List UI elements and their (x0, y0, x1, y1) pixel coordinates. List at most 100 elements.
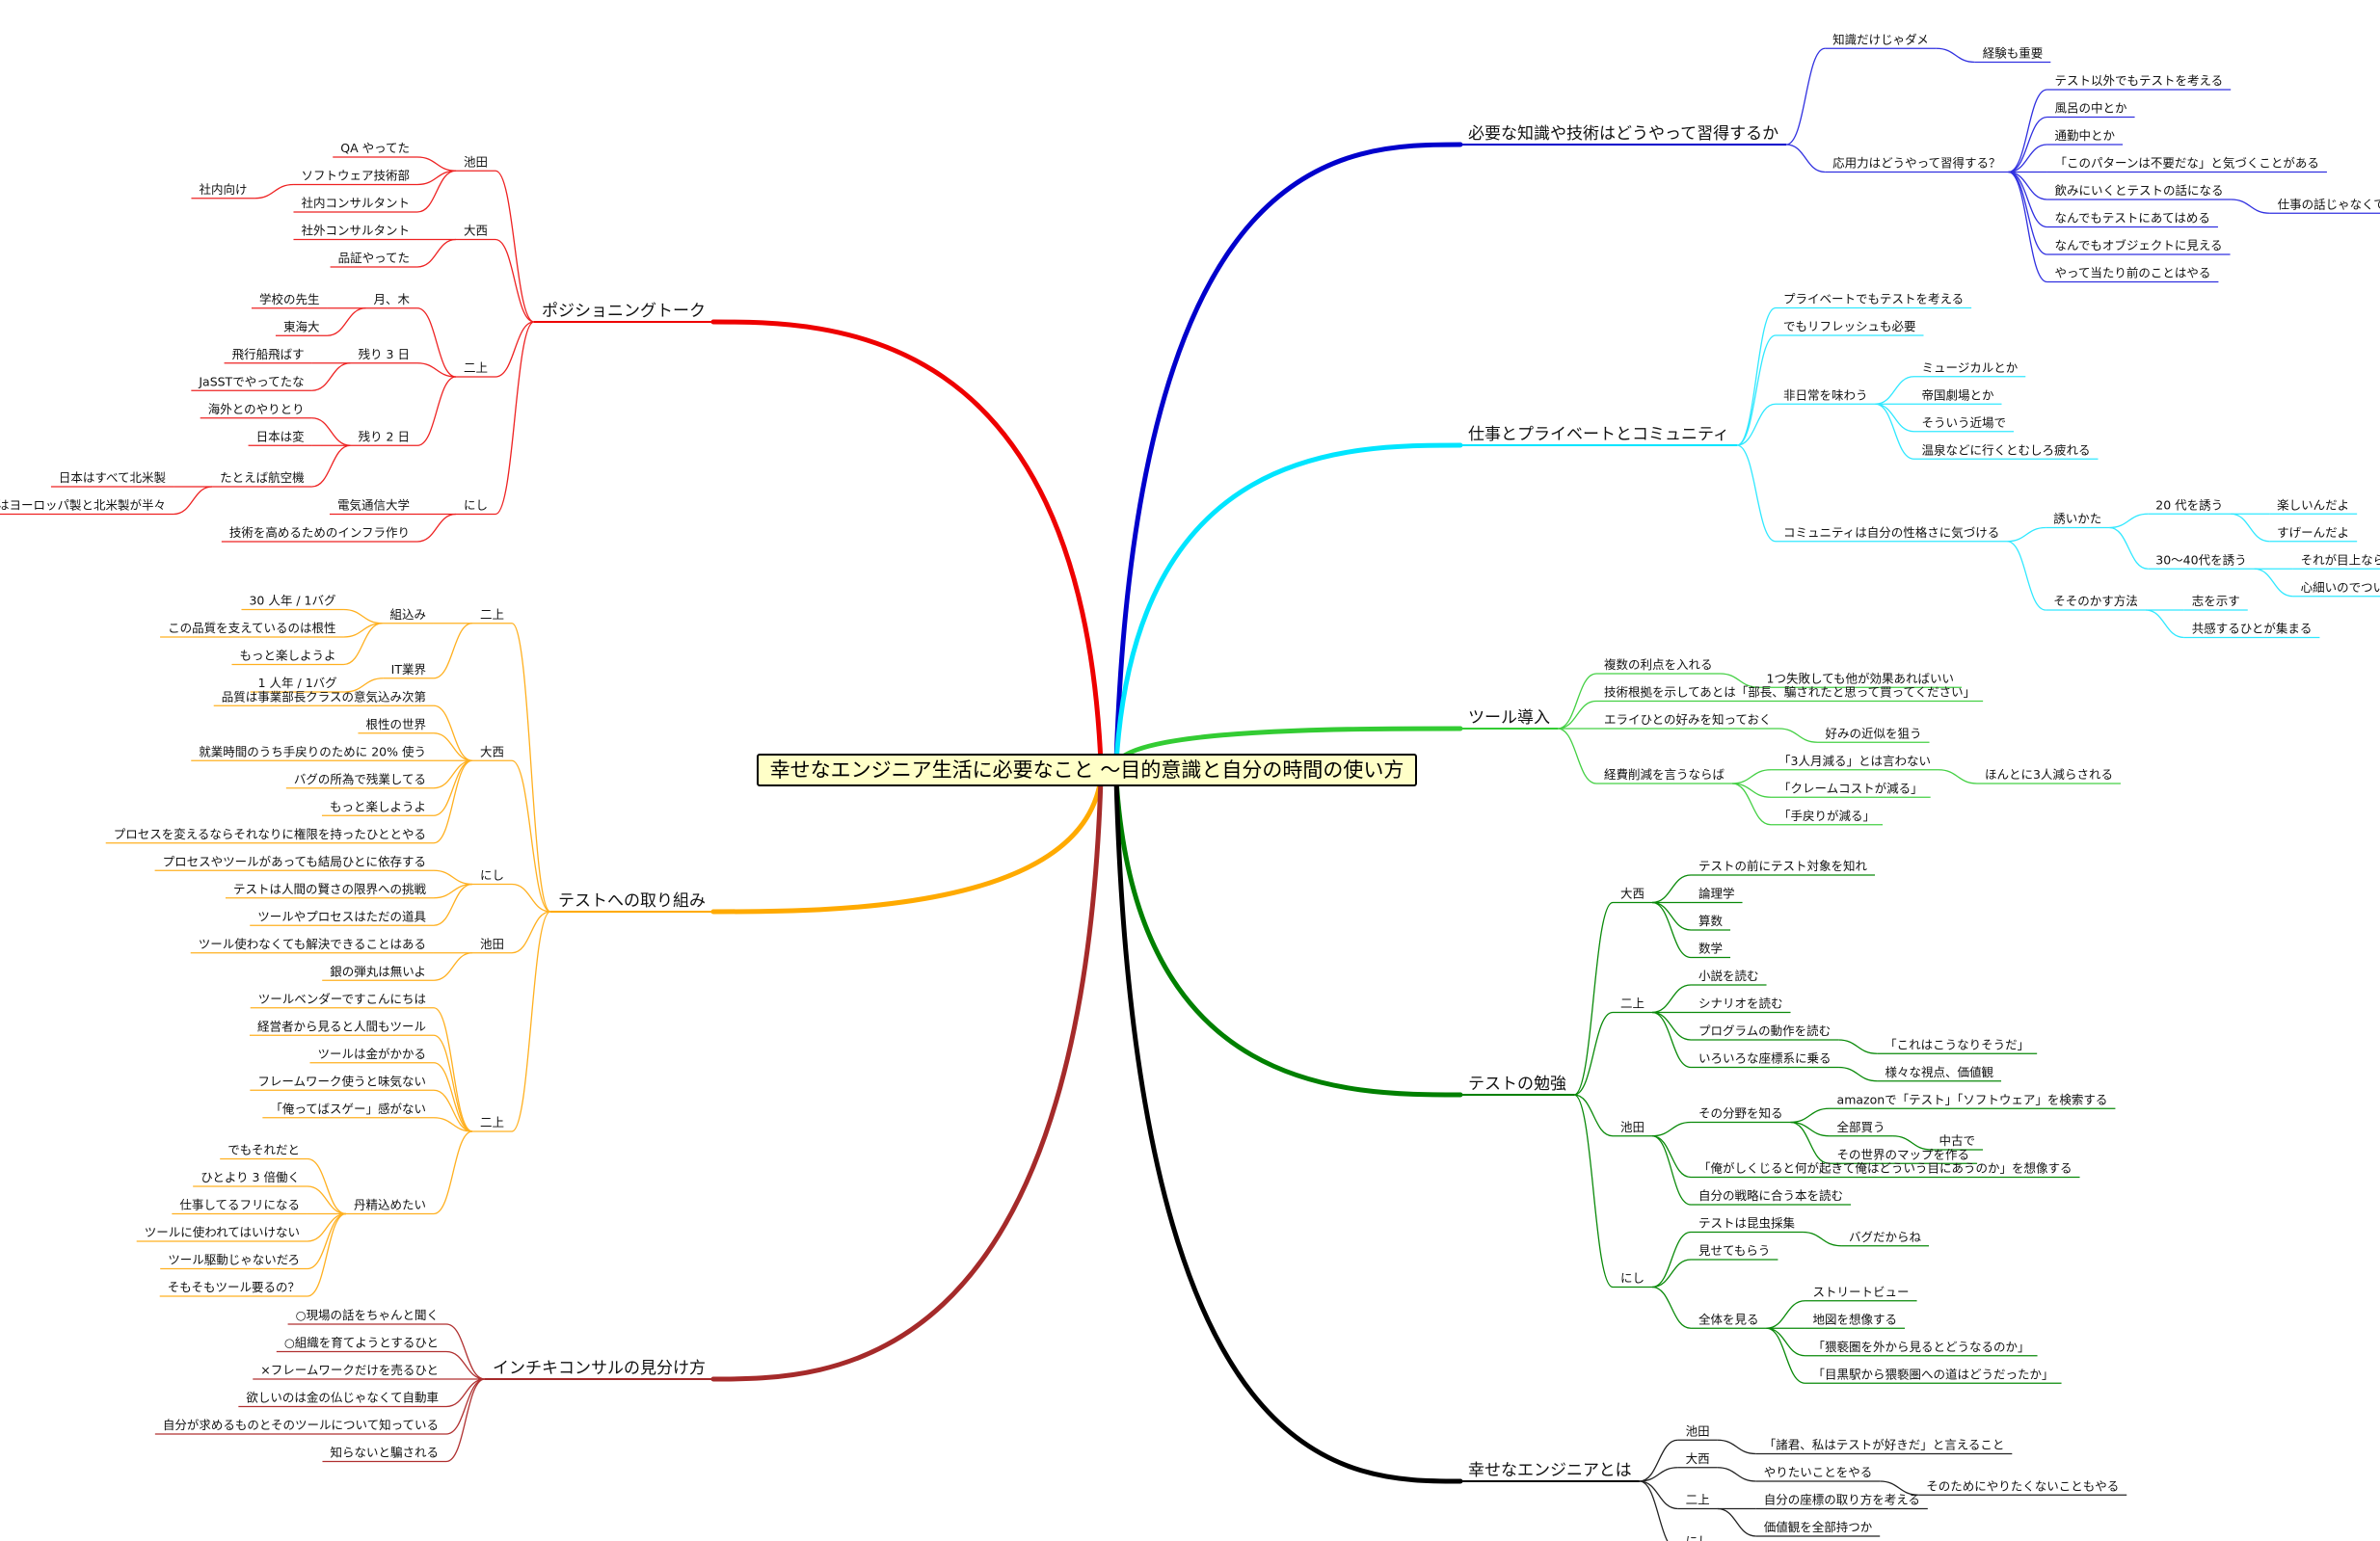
leaf-node[interactable]: 経験も重要 (1936, 46, 2051, 64)
node-label[interactable]: シナリオを読む (1698, 996, 1783, 1011)
leaf2-node[interactable]: 「目黒駅から猥褻圏への道はどうだったか」 (1766, 1327, 2062, 1384)
sub-node[interactable]: ×フレームワークだけを売るひと (253, 1363, 485, 1380)
node-label[interactable]: 「諸君、私はテストが好きだ」と言えること (1764, 1438, 2005, 1452)
leaf-node[interactable]: 根性の世界 (358, 717, 473, 761)
node-label[interactable]: IT業界 (391, 662, 427, 677)
leaf-node[interactable]: フレームワーク使うと味気ない (250, 1074, 473, 1132)
leaf2-node[interactable]: そのためにやりたくないこともやる (1880, 1478, 2127, 1496)
leaf3-node[interactable]: 日本はすべて北米製 (50, 470, 213, 488)
node-label[interactable]: 社内コンサルタント (301, 196, 410, 210)
node-label[interactable]: 非日常を味わう (1783, 387, 1868, 402)
leaf2-node[interactable]: 東海大 (275, 307, 366, 336)
node-label[interactable]: にし (1686, 1533, 1710, 1541)
node-label[interactable]: 学校の先生 (259, 292, 320, 306)
node-label[interactable]: にし (464, 498, 488, 513)
leaf-node[interactable]: もっと楽しようよ (321, 759, 473, 816)
node-label[interactable]: そもそもツール要るの？ (168, 1280, 300, 1294)
node-label[interactable]: 品質は事業部長クラスの意気込み次第 (222, 689, 426, 704)
leaf-node[interactable]: 銀の弾丸は無いよ (322, 952, 473, 981)
leaf-node[interactable]: 数学 (1651, 901, 1731, 959)
node-label[interactable]: ツールに使われてはいけない (145, 1225, 300, 1239)
leaf-node[interactable]: 「手戻りが減る」 (1731, 783, 1884, 826)
central-topic[interactable]: 幸せなエンジニア生活に必要なこと 〜目的意識と自分の時間の使い方 (757, 754, 1417, 786)
leaf-node[interactable]: そういう近場で (1875, 403, 2015, 433)
branch-title[interactable]: テストへの取り組み (558, 891, 706, 911)
node-label[interactable]: 「手戻りが減る」 (1778, 809, 1875, 823)
node-label[interactable]: 仕事の話じゃなくて (2278, 197, 2380, 211)
node-label[interactable]: 大西 (1620, 887, 1645, 901)
node-label[interactable]: 日本は変 (256, 429, 305, 443)
leaf2-node[interactable]: 30 人年 / 1バグ (241, 594, 383, 624)
leaf-node[interactable]: 見せてもらう (1651, 1243, 1778, 1289)
sub-node[interactable]: ○組織を育てようとするひと (276, 1336, 486, 1380)
node-label[interactable]: 志を示す (2192, 594, 2240, 608)
node-label[interactable]: 月、木 (373, 292, 410, 306)
sub-node[interactable]: 応用力はどうやって習得する？テスト以外でもテストを考える風呂の中とか通勤中とか「… (1786, 73, 2380, 283)
node-label[interactable]: 自分が求めるものとそのツールについて知っている (163, 1418, 439, 1432)
branch-title[interactable]: 必要な知識や技術はどうやって習得するか (1468, 124, 1778, 144)
leaf2-node[interactable]: 社内向け (191, 182, 294, 199)
node-label[interactable]: 見せてもらう (1698, 1243, 1770, 1258)
node-label[interactable]: それが目上ならば (2301, 552, 2380, 567)
leaf-node[interactable]: 経営者から見ると人間もツール (249, 1019, 473, 1132)
leaf-node[interactable]: プログラムの動作を読む「これはこうなりそうだ」 (1651, 1011, 2038, 1054)
node-label[interactable]: 「猥褻圏を外から見るとどうなるのか」 (1813, 1340, 2030, 1354)
leaf-node[interactable]: 自分の座標の取り方を考える (1717, 1493, 1928, 1510)
node-label[interactable]: ひとより 3 倍働く (201, 1170, 300, 1184)
sub-node[interactable]: 経費削減を言うならば「3人月減る」とは言わないほんとに3人減らされる「クレームコ… (1557, 728, 2121, 826)
leaf-node[interactable]: 全体を見るストリートビュー地図を想像する「猥褻圏を外から見るとどうなるのか」「目… (1651, 1285, 2062, 1384)
node-label[interactable]: 二上 (480, 1115, 504, 1129)
leaf-node[interactable]: プロセスを変えるならそれなりに権限を持ったひととやる (105, 759, 473, 844)
sub-node[interactable]: 池田「諸君、私はテストが好きだ」と言えること (1639, 1423, 2013, 1482)
sub-node[interactable]: 非日常を味わうミュージカルとか帝国劇場とかそういう近場で温泉などに行くとむしろ疲… (1736, 360, 2099, 460)
branch-title[interactable]: テストの勉強 (1468, 1075, 1566, 1094)
branch-title[interactable]: ポジショニングトーク (542, 302, 706, 321)
leaf-node[interactable]: 「俺ってばスゲー」感がない (262, 1102, 472, 1132)
node-label[interactable]: テスト以外でもテストを考える (2055, 73, 2224, 88)
node-label[interactable]: 東海大 (283, 319, 320, 333)
node-label[interactable]: 20 代を誘う (2155, 497, 2223, 512)
node-label[interactable]: 経営者から見ると人間もツール (257, 1019, 426, 1033)
node-label[interactable]: ○現場の話をちゃんと聞く (296, 1308, 439, 1322)
node-label[interactable]: 価値観を全部持つか (1764, 1520, 1873, 1534)
leaf2-node[interactable]: ツールに使われてはいけない (136, 1212, 347, 1242)
sub-node[interactable]: 欲しいのは金の仏じゃなくて自動車 (238, 1378, 486, 1408)
node-label[interactable]: ヨーロッパはヨーロッパ製と北米製が半々 (0, 498, 166, 513)
branch-title[interactable]: ツール導入 (1468, 708, 1550, 728)
node-label[interactable]: ツールベンダーですこんにちは (258, 992, 426, 1006)
leaf2-node[interactable]: 20 代を誘う楽しいんだよすげーんだよ (2109, 497, 2358, 543)
branch-right-0[interactable]: 必要な知識や技術はどうやって習得するか知識だけじゃダメ経験も重要応用力はどうやっ… (1113, 32, 2380, 766)
node-label[interactable]: 社外コンサルタント (301, 224, 410, 238)
node-label[interactable]: 海外とのやりとり (208, 402, 305, 416)
leaf2-node[interactable]: 志を示す (2145, 594, 2248, 611)
node-label[interactable]: 技術を高めるためのインフラ作り (229, 525, 410, 540)
node-label[interactable]: amazonで「テスト」「ソフトウェア」を検索する (1837, 1092, 2108, 1106)
leaf-node[interactable]: 通勤中とか (2008, 128, 2124, 173)
node-label[interactable]: 池田 (480, 937, 504, 951)
node-label[interactable]: 欲しいのは金の仏じゃなくて自動車 (246, 1391, 439, 1405)
leaf3-node[interactable]: ヨーロッパはヨーロッパ製と北米製が半々 (0, 486, 213, 516)
node-label[interactable]: その分野を知る (1698, 1106, 1783, 1121)
node-label[interactable]: プライベートでもテストを考える (1783, 292, 1964, 306)
leaf-node[interactable]: ツールは金がかかる (309, 1047, 473, 1132)
leaf-node[interactable]: 残り 2 日海外とのやりとり日本は変たとえば航空機日本はすべて北米製ヨーロッパは… (0, 376, 457, 516)
node-label[interactable]: 残り 3 日 (359, 347, 410, 361)
node-label[interactable]: 「目黒駅から猥褻圏への道はどうだったか」 (1813, 1367, 2054, 1381)
node-label[interactable]: 論理学 (1698, 887, 1735, 901)
leaf2-node[interactable]: 様々な視点、価値観 (1838, 1065, 2002, 1082)
node-label[interactable]: 算数 (1698, 914, 1724, 928)
node-label[interactable]: 中古で (1939, 1133, 1976, 1148)
leaf-node[interactable]: 「諸君、私はテストが好きだ」と言えること (1717, 1438, 2013, 1455)
sub-node[interactable]: 二上小説を読むシナリオを読むプログラムの動作を読む「これはこうなりそうだ」いろい… (1573, 969, 2038, 1096)
sub-node[interactable]: 池田その分野を知るamazonで「テスト」「ソフトウェア」を検索する全部買う中古… (1573, 1092, 2116, 1206)
node-label[interactable]: 電気通信大学 (337, 498, 410, 513)
node-label[interactable]: いろいろな座標系に乗る (1698, 1051, 1832, 1066)
